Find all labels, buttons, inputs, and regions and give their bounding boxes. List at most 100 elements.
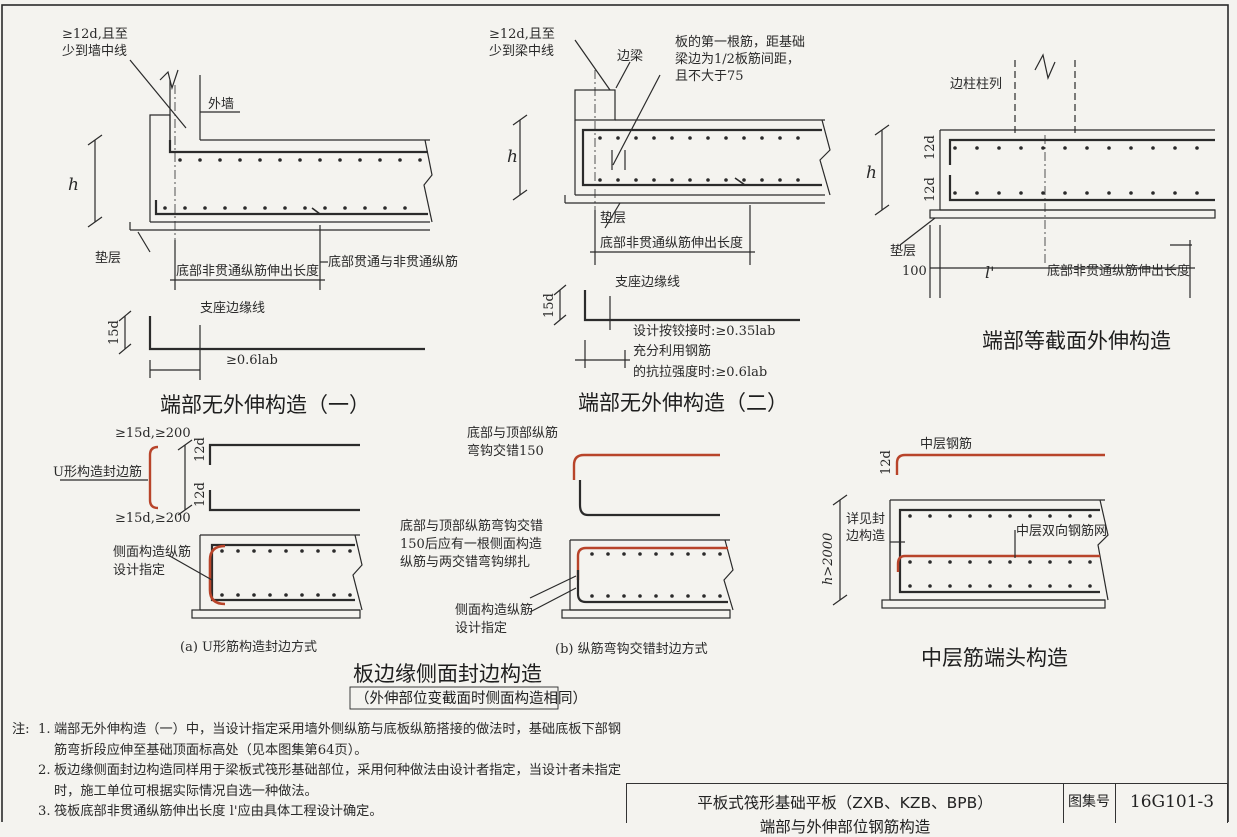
d5-note-3: 纵筋与两交错弯钩绑扎 [400, 554, 530, 570]
d6-12d: 12d [879, 450, 894, 475]
rebar-dot [343, 206, 347, 210]
rebar-dot [332, 549, 336, 553]
rebar-dot [284, 549, 288, 553]
rebar-dot [1195, 191, 1199, 195]
rebar-dot [1008, 560, 1012, 564]
notes-label: 注: [12, 722, 30, 737]
rebar-dot [1048, 560, 1052, 564]
rebar-dot [1085, 191, 1089, 195]
rebar-dot [968, 560, 972, 564]
d2-full-2: 的抗拉强度时:≥0.6lab [633, 364, 767, 380]
rebar-dot [363, 206, 367, 210]
d1-note-top-2: 少到墙中线 [62, 44, 127, 59]
rebar-dot [953, 191, 957, 195]
note-item: 1.端部无外伸构造（一）中，当设计指定采用墙外侧纵筋与底板纵筋搭接的做法时，基础… [38, 720, 622, 761]
rebar-dot [928, 514, 932, 518]
rebar-dot [688, 178, 692, 182]
rebar-dot [988, 560, 992, 564]
rebar-dot [953, 146, 957, 150]
rebar-dot [398, 158, 402, 162]
rebar-dot [316, 593, 320, 597]
rebar-dot [1107, 191, 1111, 195]
rebar-dot [236, 593, 240, 597]
d3-h: h [866, 163, 877, 183]
rebar-dot [796, 178, 800, 182]
rebar-dot [283, 206, 287, 210]
note-item: 2.板边缘侧面封边构造同样用于梁板式筏形基础部位，采用何种做法由设计者指定，当设… [38, 761, 622, 802]
rebar-dot [652, 136, 656, 140]
d1-ext-len: 底部非贯通纵筋伸出长度 [176, 263, 319, 279]
rebar-dot [686, 552, 690, 556]
d3-title: 端部等截面外伸构造 [982, 329, 1171, 353]
rebar-dot [1107, 146, 1111, 150]
edge-title: 板边缘侧面封边构造 [353, 662, 542, 686]
d6-mid-bar: 中层钢筋 [920, 436, 972, 452]
rebar-dot [778, 178, 782, 182]
d1-note-top-1: ≥12d,且至 [62, 27, 128, 42]
rebar-dot [796, 136, 800, 140]
d1-anchor: ≥0.6lab [226, 353, 278, 368]
note-number: 2. [38, 763, 51, 778]
rebar-dot [1068, 514, 1072, 518]
rebar-dot [975, 191, 979, 195]
d1-cushion: 垫层 [95, 250, 121, 266]
rebar-dot [928, 584, 932, 588]
d2-hook: 15d [542, 293, 557, 318]
rebar-dot [908, 560, 912, 564]
d5-lap-2: 弯钩交错150 [467, 443, 544, 459]
rebar-dot [1085, 146, 1089, 150]
d3-100: 100 [902, 264, 927, 279]
rebar-dot [634, 136, 638, 140]
d2-hinge: 设计按铰接时:≥0.35lab [633, 323, 775, 339]
rebar-dot [670, 136, 674, 140]
note-text: 筏板底部非贯通纵筋伸出长度 l'应由具体工程设计确定。 [54, 804, 383, 819]
rebar-dot [1129, 191, 1133, 195]
rebar-dot [303, 206, 307, 210]
rebar-dot [606, 552, 610, 556]
rebar-dot [975, 146, 979, 150]
notes-list: 1.端部无外伸构造（一）中，当设计指定采用墙外侧纵筋与底板纵筋搭接的做法时，基础… [38, 720, 622, 823]
rebar-dot [606, 594, 610, 598]
note-number: 1. [38, 722, 51, 737]
rebar-dot [742, 178, 746, 182]
sheet-frame [1, 4, 1229, 822]
rebar-dot [654, 594, 658, 598]
rebar-dot [198, 158, 202, 162]
rebar-dot [688, 136, 692, 140]
rebar-dot [616, 136, 620, 140]
rebar-dot [928, 560, 932, 564]
rebar-dot [652, 178, 656, 182]
note-item: 3.筏板底部非贯通纵筋伸出长度 l'应由具体工程设计确定。 [38, 802, 622, 823]
rebar-dot [1173, 191, 1177, 195]
d6-h2000: h>2000 [821, 533, 836, 585]
diagram-u-bar-edge [60, 439, 363, 619]
rebar-dot [300, 549, 304, 553]
d6-title: 中层筋端头构造 [921, 646, 1068, 670]
rebar-dot [948, 584, 952, 588]
rebar-dot [338, 158, 342, 162]
rebar-dot [1068, 584, 1072, 588]
d1-h: h [68, 175, 79, 195]
rebar-dot [948, 560, 952, 564]
diagram-equal-section-extension [874, 53, 1216, 298]
rebar-dot [220, 549, 224, 553]
d2-note-top-2: 少到梁中线 [489, 44, 554, 59]
atlas-number: 16G101-3 [1129, 792, 1215, 812]
rebar-dot [724, 178, 728, 182]
rebar-dot [1151, 146, 1155, 150]
d4-u-bar: U形构造封边筋 [53, 464, 142, 480]
rebar-dot [997, 146, 1001, 150]
d4-side-bar-1: 侧面构造纵筋 [113, 544, 191, 560]
title-line-1: 平板式筏形基础平板（ZXB、KZB、BPB） [697, 794, 993, 812]
d4-12d-b: 12d [193, 482, 208, 507]
d2-first-bar-2: 梁边为1/2板筋间距， [675, 51, 800, 67]
edge-subtitle: （外伸部位变截面时侧面构造相同） [355, 690, 587, 707]
rebar-dot [638, 594, 642, 598]
d6-mesh: 中层双向钢筋网 [1016, 523, 1107, 539]
rebar-dot [220, 593, 224, 597]
rebar-dot [702, 594, 706, 598]
rebar-dot [718, 552, 722, 556]
d2-support-edge: 支座边缘线 [615, 275, 680, 290]
rebar-dot [1048, 584, 1052, 588]
note-text: 板边缘侧面封边构造同样用于梁板式筏形基础部位，采用何种做法由设计者指定，当设计者… [54, 763, 622, 799]
